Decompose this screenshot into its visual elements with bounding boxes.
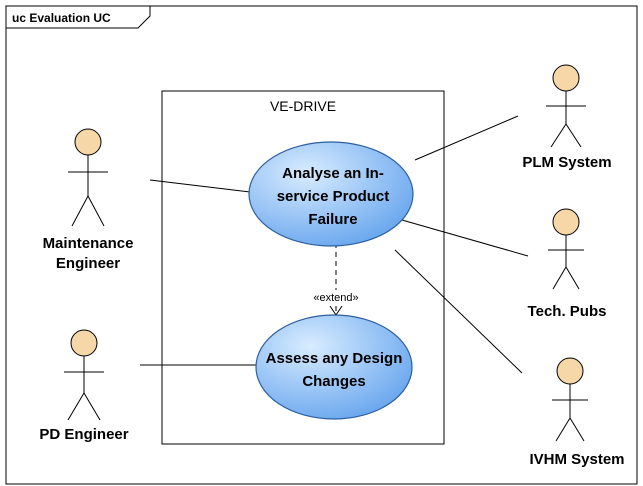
usecase-analyse-ellipse: [248, 141, 414, 247]
usecase-analyse-line3: Failure: [308, 211, 357, 228]
association-maintenance: [149, 179, 251, 193]
usecase-assess-line1: Assess any Design: [266, 350, 403, 367]
actor-maintenance-label-1: Maintenance: [43, 235, 134, 252]
actor-pd-engineer[interactable]: PD Engineer: [39, 329, 129, 443]
actor-tech-pubs[interactable]: Tech. Pubs: [528, 208, 607, 320]
stick-figure-icon: [552, 357, 588, 442]
association-techpubs: [394, 217, 529, 257]
stick-figure-icon: [68, 128, 108, 227]
usecase-assess-ellipse: [255, 314, 413, 420]
usecase-analyse-line1: Analyse an In-: [282, 165, 384, 182]
usecase-assess-line2: Changes: [302, 373, 365, 390]
actor-plm-system[interactable]: PLM System: [522, 64, 612, 171]
stick-figure-icon: [546, 64, 586, 148]
frame-tab: [6, 6, 151, 29]
actor-pd-label: PD Engineer: [39, 426, 128, 443]
system-name: VE-DRIVE: [270, 98, 336, 114]
usecase-analyse[interactable]: Analyse an In- service Product Failure: [248, 141, 414, 247]
actor-maintenance-engineer[interactable]: Maintenance Engineer: [43, 128, 134, 272]
diagram-frame: [5, 5, 638, 485]
extend-label-bg: [302, 290, 370, 304]
stick-figure-icon: [548, 208, 584, 290]
actor-ivhm-system[interactable]: IVHM System: [529, 357, 625, 468]
stick-figure-icon: [64, 329, 104, 421]
actor-maintenance-label-2: Engineer: [56, 255, 120, 272]
actor-ivhm-label: IVHM System: [529, 451, 624, 468]
actor-techpubs-label: Tech. Pubs: [528, 303, 607, 320]
extend-stereotype: «extend»: [313, 292, 358, 304]
association-ivhm: [394, 249, 523, 374]
association-plm: [414, 115, 519, 161]
usecase-analyse-line2: service Product: [277, 188, 390, 205]
usecase-assess[interactable]: Assess any Design Changes: [255, 314, 413, 420]
actor-plm-label: PLM System: [522, 154, 611, 171]
frame-label: uc Evaluation UC: [12, 11, 111, 25]
